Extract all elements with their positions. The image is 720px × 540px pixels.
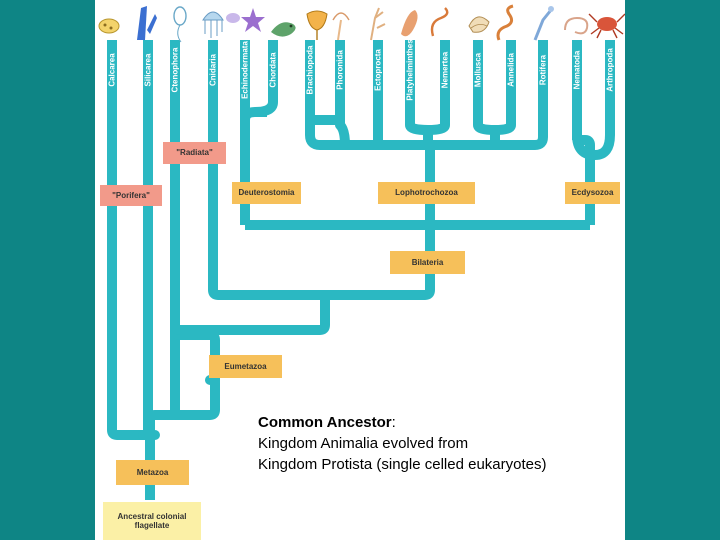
- clade-ancestral-flagellate: Ancestral colonial flagellate: [103, 502, 201, 540]
- brachiopod-icon: [306, 10, 328, 40]
- branch-lophotrochozoa-stem: [305, 100, 435, 225]
- branch-cnidaria-stem: [208, 100, 435, 300]
- clade-ecdysozoa: Ecdysozoa: [565, 182, 620, 204]
- common-ancestor-caption: Common Ancestor: Kingdom Animalia evolve…: [258, 412, 546, 475]
- taxon-nematoda: Nematoda: [572, 50, 582, 90]
- taxon-chordata: Chordata: [268, 52, 278, 88]
- diagram-panel: Calcarea Silicarea Ctenophora Cnidaria E…: [95, 0, 625, 540]
- branch-silicarea: [138, 100, 160, 441]
- branch-deuterostome-stem: [240, 107, 267, 225]
- taxon-calcarea: Calcarea: [107, 53, 117, 87]
- nemertean-icon: [430, 7, 449, 37]
- nematode-icon: [564, 16, 589, 35]
- taxon-platyhelminthes: Platyhelminthes: [405, 39, 415, 101]
- clade-deuterostomia: Deuterostomia: [232, 182, 301, 204]
- sponge-icon: [98, 18, 120, 34]
- glass-sponge-icon: [137, 6, 157, 40]
- taxon-ctenophora: Ctenophora: [170, 47, 180, 93]
- phylogenetic-tree: [107, 40, 615, 500]
- jellyfish-icon: [202, 11, 240, 38]
- flatworm-icon: [401, 10, 418, 37]
- clade-radiata: "Radiata": [163, 142, 226, 164]
- taxon-silicarea: Silicarea: [143, 53, 153, 87]
- branch-lopho-inner: [423, 130, 500, 145]
- annelid-icon: [496, 4, 514, 41]
- clade-lophotrochozoa: Lophotrochozoa: [378, 182, 475, 204]
- branch-lopho-right: [430, 100, 548, 150]
- taxon-arthropoda: Arthropoda: [605, 48, 615, 92]
- taxon-annelida: Annelida: [506, 53, 516, 87]
- branch-ctenophora-to-bilateria: [170, 300, 330, 335]
- branch-ecdysozoa-stem: [580, 135, 595, 225]
- branch-phoronida: [335, 100, 350, 146]
- mollusc-icon: [468, 16, 490, 33]
- taxon-echinodermata: Echinodermata: [240, 41, 250, 99]
- phoronid-icon: [332, 12, 350, 41]
- taxon-brachiopoda: Brachiopoda: [305, 45, 315, 95]
- rotifer-icon: [533, 6, 554, 41]
- clade-bilateria: Bilateria: [390, 251, 465, 274]
- branch-platy-nem: [405, 100, 450, 135]
- taxon-ectoprocta: Ectoprocta: [373, 49, 383, 91]
- taxon-phoronida: Phoronida: [335, 50, 345, 90]
- branch-eumetazoa-stem: [145, 410, 175, 440]
- branch-chordata: [254, 97, 278, 117]
- branch-cnidaria: [205, 375, 220, 410]
- arthropod-icon: [588, 13, 625, 39]
- branch-ecdy-split: [572, 100, 615, 160]
- caption-title: Common Ancestor: [258, 414, 392, 431]
- ectoproct-icon: [370, 7, 386, 41]
- clade-metazoa: Metazoa: [116, 460, 189, 485]
- caption-line-1: Common Ancestor:: [258, 412, 546, 433]
- comb-jelly-icon: [173, 6, 187, 43]
- taxon-rotifera: Rotifera: [538, 54, 548, 86]
- organism-illustrations: [98, 4, 625, 43]
- taxon-bars: [107, 40, 615, 102]
- taxon-mollusca: Mollusca: [473, 52, 483, 88]
- clade-porifera: "Porifera": [100, 185, 162, 206]
- branch-eumetazoa-right: [175, 360, 220, 420]
- caption-line-2: Kingdom Animalia evolved from: [258, 435, 469, 452]
- caption-colon: :: [391, 414, 396, 431]
- clade-eumetazoa: Eumetazoa: [209, 355, 282, 378]
- sea-star-icon: [241, 8, 265, 32]
- taxon-cnidaria: Cnidaria: [208, 53, 218, 87]
- taxon-nemertea: Nemertea: [440, 51, 450, 89]
- chordate-icon: [271, 22, 296, 37]
- caption-line-3: Kingdom Protista (single celled eukaryot…: [258, 456, 547, 473]
